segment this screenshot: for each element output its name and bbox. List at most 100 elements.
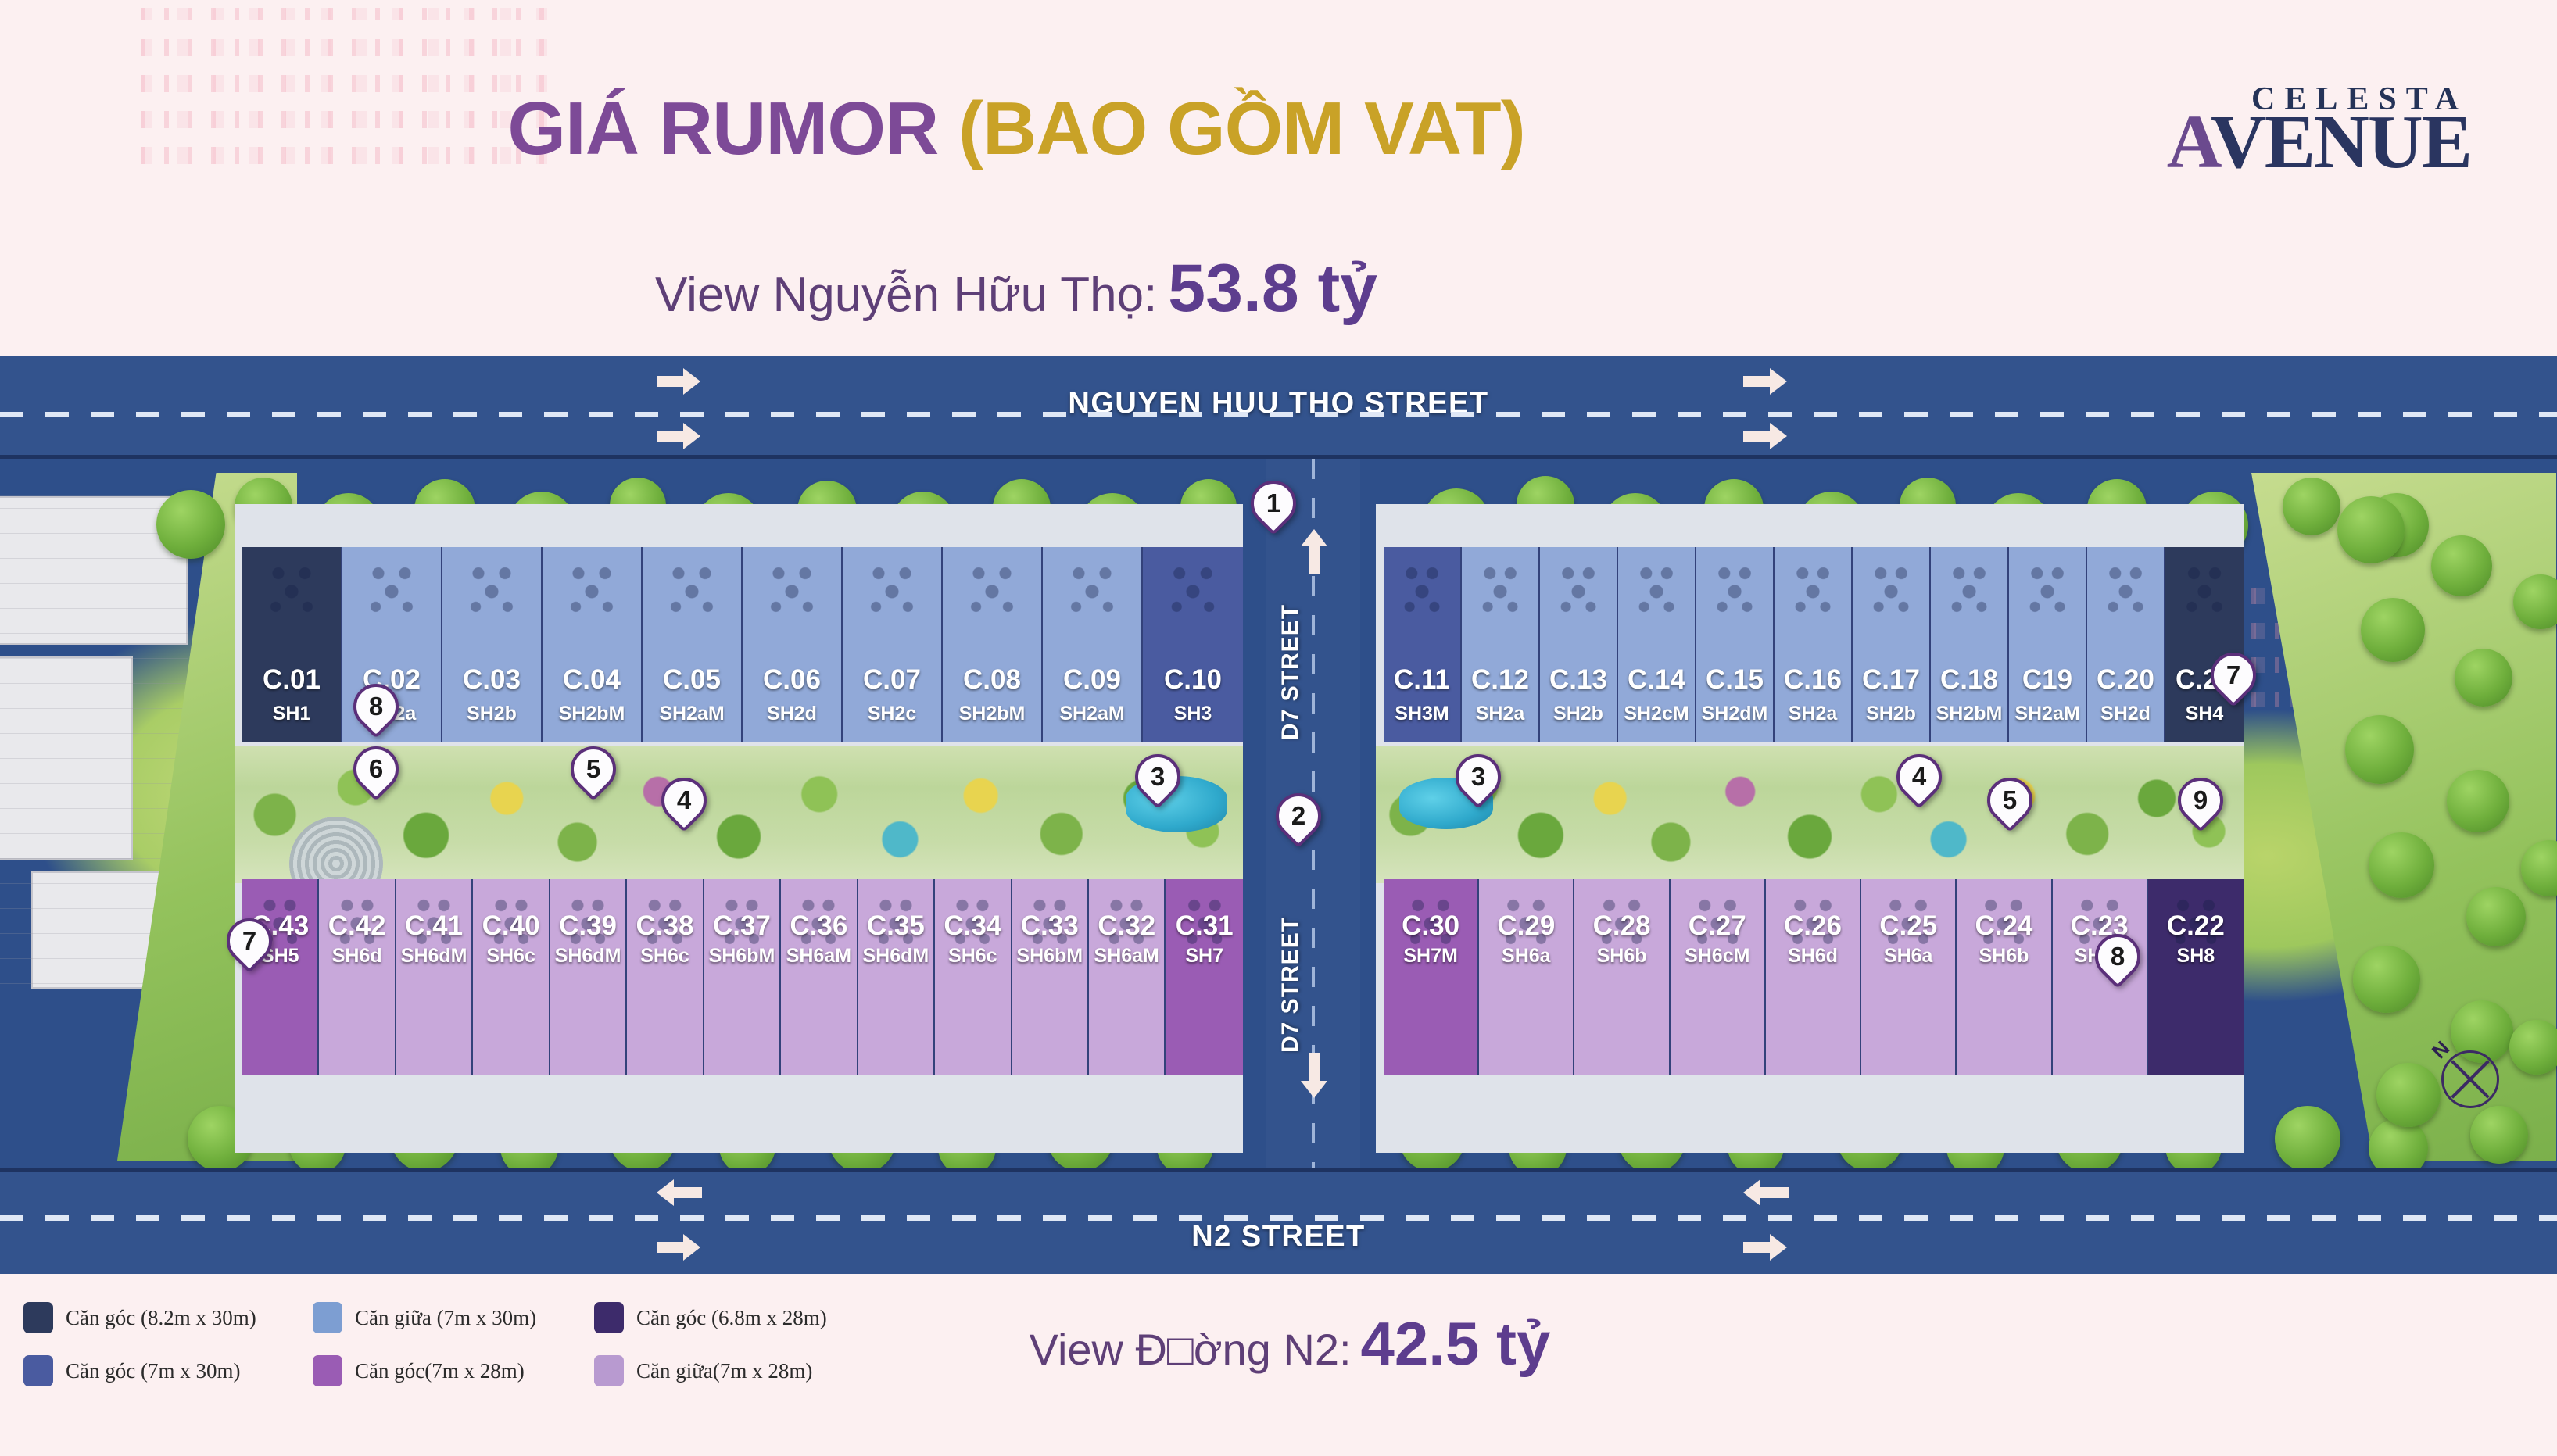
lot-type: SH1 (272, 703, 311, 724)
legend-item-4: Căn góc(7m x 28m) (313, 1355, 594, 1386)
street-label-d7-upper: D7 STREET (1277, 603, 1303, 740)
lot-type: SH3 (1173, 703, 1212, 724)
footer: Căn góc (8.2m x 30m) Căn giữa (7m x 30m)… (0, 1274, 2557, 1456)
map-pin-8-right-label: 8 (2110, 942, 2125, 971)
legend-swatch-0 (23, 1302, 53, 1333)
lot-roof-pattern (464, 558, 519, 619)
lot-code: C19 (2022, 664, 2073, 695)
lot-code: C.08 (963, 664, 1021, 695)
lot-type: SH6d (331, 945, 382, 967)
road-edge-bottom (0, 1168, 2557, 1172)
lot-roof-pattern (765, 558, 819, 619)
site-plan-map[interactable]: C.01SH1C.02SH2aC.03SH2bC.04SH2bMC.05SH2a… (0, 356, 2557, 1274)
lot-code: C.12 (1471, 664, 1529, 695)
lot-type: SH7M (1403, 945, 1458, 967)
lot-roof-pattern (1882, 890, 1934, 951)
header-price-row: View Nguyễn Hữu Thọ:53.8 tỷ (0, 250, 2032, 327)
lot-code: C.25 (1879, 910, 1938, 941)
lot-type: SH6c (640, 945, 689, 967)
map-pin-3-left-label: 3 (1150, 762, 1166, 791)
lot-type: SH6aM (1094, 945, 1159, 967)
map-pin-7-left-label: 7 (242, 926, 257, 955)
arrow-right-top-1 (657, 368, 702, 395)
row-top-left[interactable]: C.01SH1C.02SH2aC.03SH2bC.04SH2bMC.05SH2a… (242, 547, 1243, 742)
lot-code: C.14 (1628, 664, 1685, 695)
lot-type: SH2d (767, 703, 817, 724)
lot-roof-pattern (1870, 558, 1912, 619)
arrow-up-d7 (1301, 529, 1327, 574)
lot-type: SH4 (2185, 703, 2224, 724)
map-pin-4-right-label: 4 (1911, 762, 1927, 791)
lot-type: SH2b (1553, 703, 1603, 724)
arrow-right-bottom-2 (1743, 1234, 1789, 1261)
lot-roof-pattern (875, 890, 916, 951)
map-pin-5-right-label: 5 (2002, 785, 2018, 814)
lot-roof-pattern (1500, 890, 1552, 951)
lot-code: C.04 (563, 664, 621, 695)
lot-roof-pattern (664, 558, 719, 619)
lot-code: C.28 (1592, 910, 1651, 941)
lot-roof-pattern (798, 890, 840, 951)
legend: Căn góc (8.2m x 30m) Căn giữa (7m x 30m)… (23, 1302, 883, 1408)
lot-type: SH2b (467, 703, 517, 724)
map-pin-5-left-label: 5 (586, 754, 601, 783)
lot-roof-pattern (1479, 558, 1521, 619)
lot-roof-pattern (364, 558, 419, 619)
arrow-right-bottom-1 (657, 1234, 702, 1261)
lot-C-23[interactable]: C.23SH6d (2052, 879, 2148, 1075)
road-center-dashes-top (0, 412, 2557, 417)
lot-code: C.05 (663, 664, 721, 695)
lot-type: SH2c (867, 703, 917, 724)
map-pin-7-right-label: 7 (2226, 660, 2241, 689)
lot-roof-pattern (1401, 558, 1443, 619)
lot-type: SH6cM (1685, 945, 1750, 967)
lot-code: C.16 (1784, 664, 1842, 695)
legend-label-2: Căn góc (6.8m x 28m) (636, 1305, 827, 1329)
lot-code: C.09 (1063, 664, 1121, 695)
